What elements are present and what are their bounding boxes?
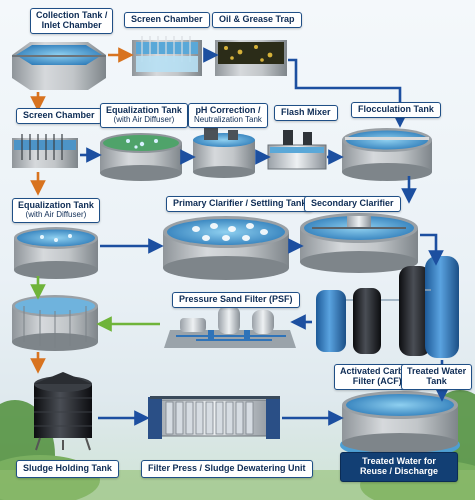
treated-water-tank-line1: Treated Water bbox=[407, 366, 467, 376]
ph-correction-subtitle: Neutralization Tank bbox=[194, 114, 262, 124]
collection-tank-label-line2: Inlet Chamber bbox=[41, 19, 102, 30]
equalization-tank-top-label: Equalization Tank (with Air Diffuser) bbox=[100, 103, 188, 128]
ph-correction-tank-equipment bbox=[193, 128, 255, 178]
screen-chamber-left-label: Screen Chamber bbox=[16, 108, 102, 124]
flocculation-tank-label: Flocculation Tank bbox=[351, 102, 441, 118]
primary-clarifier-equipment bbox=[163, 216, 289, 280]
collection-tank-label-line1: Collection Tank / bbox=[36, 10, 108, 20]
collection-tank-equipment bbox=[12, 42, 106, 90]
equalization-tank-top-equipment bbox=[100, 133, 182, 181]
sludge-holding-tank-equipment bbox=[34, 372, 92, 451]
filter-press-label: Filter Press / Sludge Dewatering Unit bbox=[141, 460, 313, 478]
equalization-tank-top-title: Equalization Tank bbox=[106, 105, 182, 115]
equalization-tank-left-title: Equalization Tank bbox=[18, 200, 94, 210]
treated-water-tank-line2: Tank bbox=[426, 375, 447, 386]
pressure-sand-filter-equipment bbox=[164, 306, 296, 348]
ph-correction-title: pH Correction / bbox=[195, 105, 261, 115]
treated-water-tank-label: Treated Water Tank bbox=[401, 364, 473, 390]
filter-vessels-equipment bbox=[316, 256, 459, 358]
screen-chamber-top-label: Screen Chamber bbox=[124, 12, 210, 28]
treated-water-tank-final-equipment bbox=[340, 391, 460, 459]
screen-chamber-left-equipment bbox=[12, 134, 78, 168]
collection-tank-label: Collection Tank / Inlet Chamber bbox=[30, 8, 114, 34]
pressure-sand-filter-label: Pressure Sand Filter (PSF) bbox=[172, 292, 300, 308]
equalization-tank-left-subtitle: (with Air Diffuser) bbox=[25, 209, 87, 219]
secondary-clarifier-equipment bbox=[300, 213, 418, 273]
filter-press-equipment bbox=[148, 396, 280, 439]
treated-water-reuse-label: Treated Water for Reuse / Discharge bbox=[340, 452, 458, 482]
treated-water-reuse-line1: Treated Water for bbox=[362, 456, 436, 466]
ph-correction-label: pH Correction / Neutralization Tank bbox=[188, 103, 268, 128]
secondary-clarifier-label: Secondary Clarifier bbox=[304, 196, 401, 212]
equalization-tank-left-equipment bbox=[14, 227, 98, 279]
equalization-tank-top-subtitle: (with Air Diffuser) bbox=[113, 114, 175, 124]
intermediate-tank-equipment bbox=[12, 295, 98, 351]
activated-carbon-filter-line2: Filter (ACF) bbox=[352, 375, 402, 386]
primary-clarifier-label: Primary Clarifier / Settling Tank bbox=[166, 196, 314, 212]
equalization-tank-left-label: Equalization Tank (with Air Diffuser) bbox=[12, 198, 100, 223]
flocculation-tank-equipment bbox=[342, 128, 432, 181]
activated-carbon-filter-line1: Activated Carbon bbox=[340, 366, 415, 376]
screen-chamber-top-equipment bbox=[132, 36, 202, 76]
oil-grease-trap-label: Oil & Grease Trap bbox=[212, 12, 302, 28]
sludge-holding-tank-label: Sludge Holding Tank bbox=[16, 460, 119, 478]
flash-mixer-equipment bbox=[267, 130, 327, 170]
flash-mixer-label: Flash Mixer bbox=[274, 105, 338, 121]
oil-grease-trap-equipment bbox=[215, 40, 287, 76]
treated-water-reuse-line2: Reuse / Discharge bbox=[359, 465, 439, 476]
